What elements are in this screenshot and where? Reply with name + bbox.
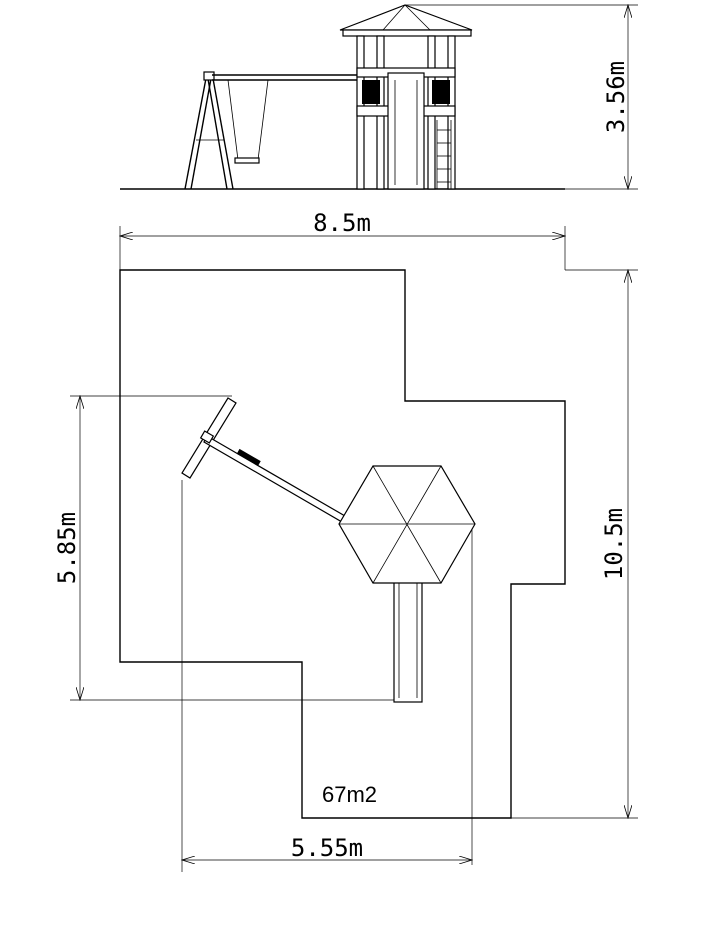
tower-elevation <box>339 4 473 190</box>
swing-length-dimension: 5.85m <box>53 396 395 700</box>
plan-view: 8.5m 10.5m 5.85m 5.55m <box>53 209 638 872</box>
swing-seat-plan <box>236 448 261 466</box>
slide-plan <box>393 577 423 703</box>
tower-span-label: 5.55m <box>291 834 363 862</box>
tower-roof-plan <box>338 465 476 584</box>
swing-seat <box>234 157 260 164</box>
height-dimension: 3.56m <box>405 5 638 189</box>
slide-elevation <box>387 72 425 190</box>
safety-zone-outline <box>119 269 566 819</box>
area-label: 67m2 <box>322 782 377 807</box>
width-dimension: 8.5m <box>120 209 565 270</box>
depth-dimension: 10.5m <box>511 270 638 818</box>
height-label: 3.56m <box>602 61 630 133</box>
tower-span-dimension: 5.55m <box>182 480 472 872</box>
swing-frame-elevation <box>184 71 357 190</box>
depth-label: 10.5m <box>600 508 628 580</box>
width-label: 8.5m <box>313 209 371 237</box>
swing-frame-plan <box>181 397 346 523</box>
elevation-view: 3.56m <box>120 5 638 189</box>
swing-length-label: 5.85m <box>53 512 81 584</box>
